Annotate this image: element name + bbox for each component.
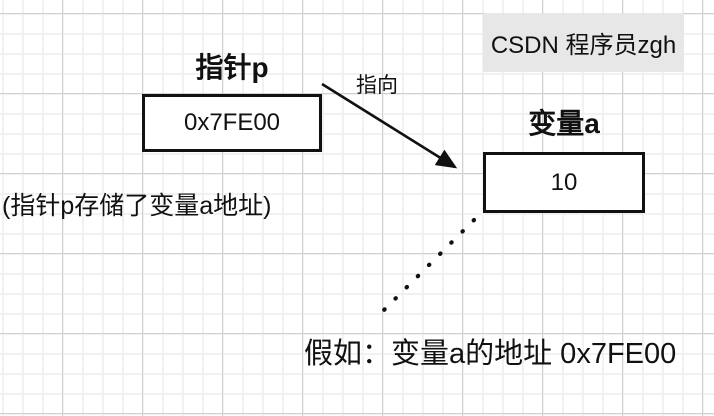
csdn-watermark-badge: CSDN 程序员zgh	[483, 13, 684, 72]
variable-title: 变量a	[528, 108, 600, 139]
pointer-title: 指针p	[195, 52, 269, 83]
variable-box: 10	[483, 152, 645, 213]
variable-value: 10	[550, 168, 578, 196]
arrow-label: 指向	[356, 74, 398, 97]
pointer-box: 0x7FE00	[142, 94, 322, 152]
dotted-line	[379, 217, 477, 315]
note-pointer-stores-address: (指针p存储了变量a地址)	[2, 192, 272, 220]
note-address-assumption: 假如：变量a的地址 0x7FE00	[304, 338, 677, 370]
csdn-watermark-text: CSDN 程序员zgh	[490, 32, 677, 59]
pointer-value: 0x7FE00	[183, 109, 281, 136]
